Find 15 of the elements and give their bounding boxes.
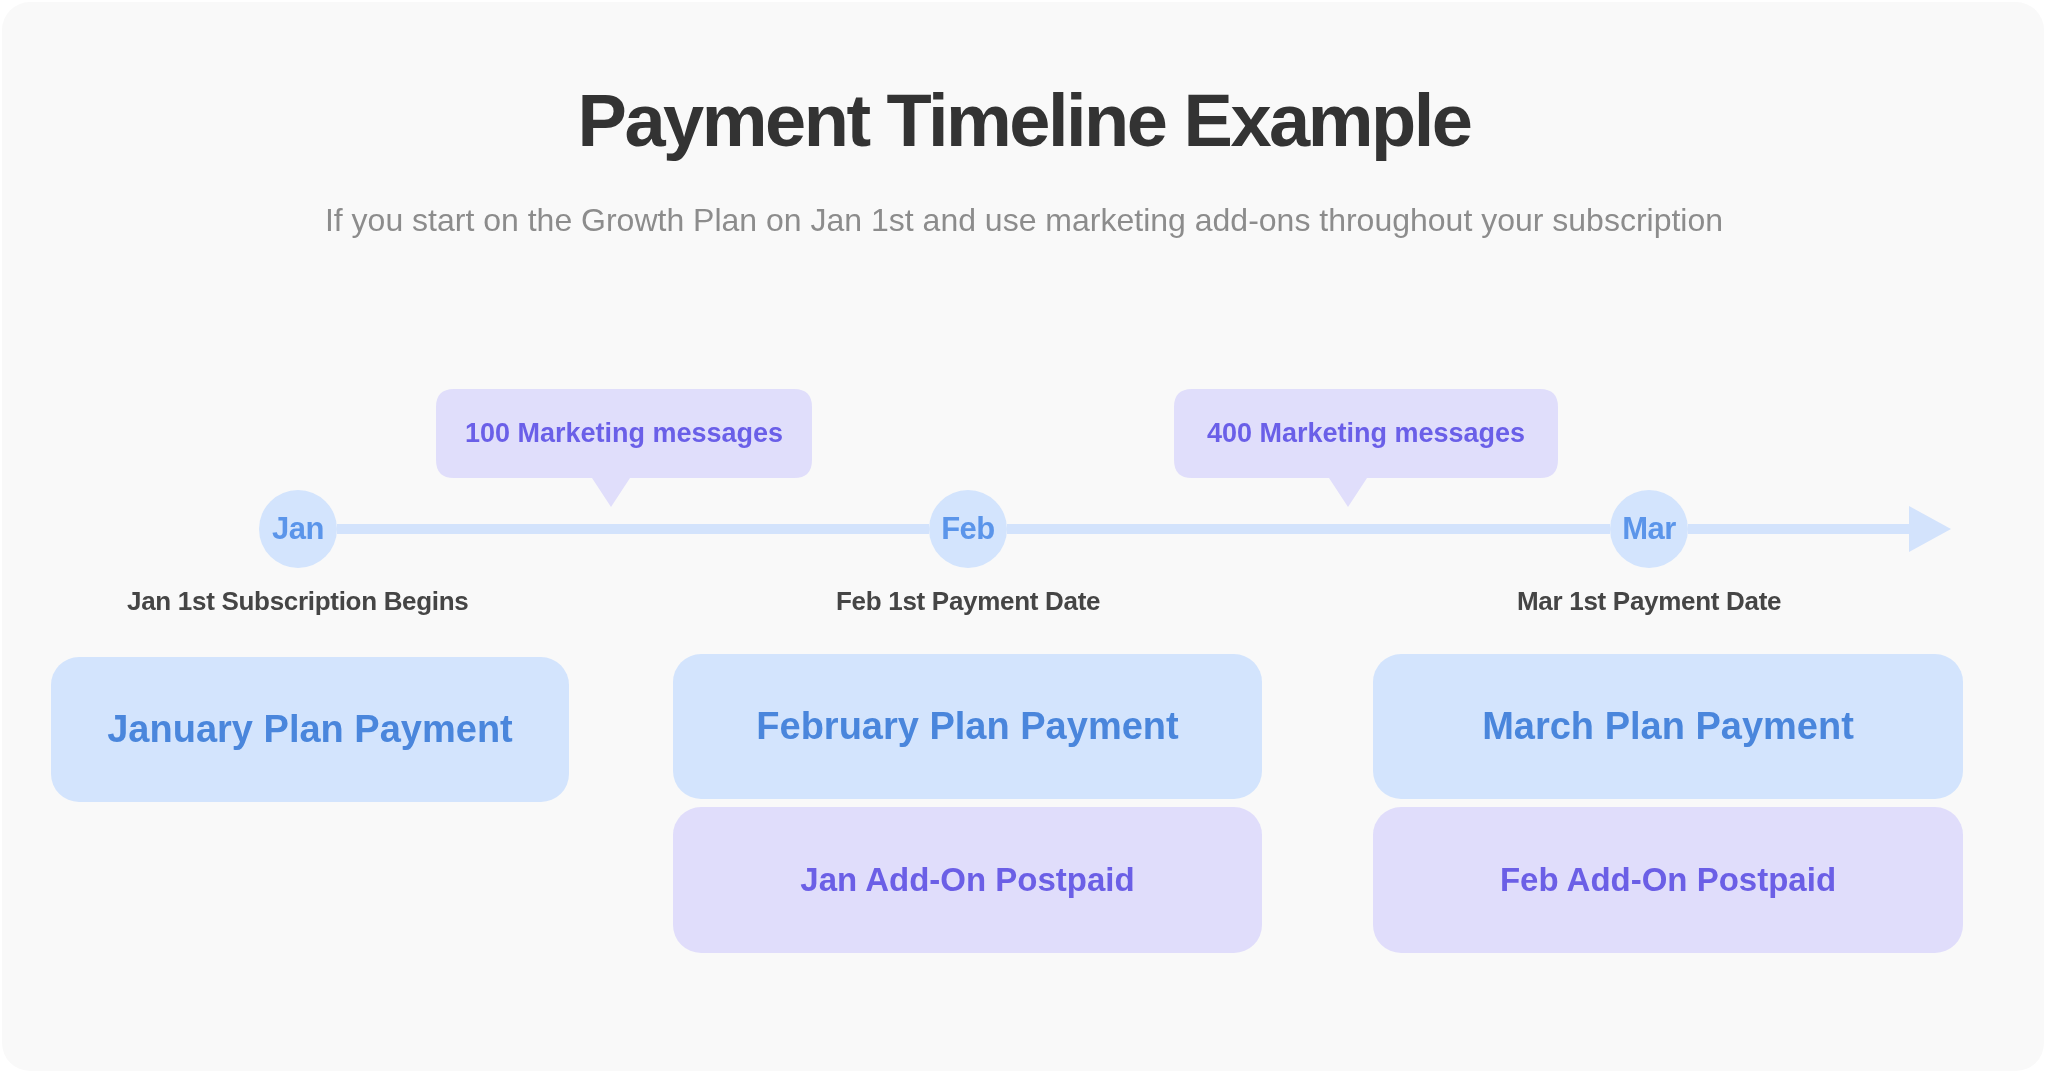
plan-payment-box: January Plan Payment <box>51 657 569 802</box>
timeline-line <box>337 524 929 534</box>
add-on-payment-box: Feb Add-On Postpaid <box>1373 807 1963 953</box>
date-caption: Mar 1st Payment Date <box>1517 586 1782 617</box>
date-caption: Jan 1st Subscription Begins <box>127 586 469 617</box>
timeline-line <box>1007 524 1610 534</box>
date-caption: Feb 1st Payment Date <box>836 586 1101 617</box>
title: Payment Timeline Example <box>577 79 1471 162</box>
plan-payment-box: March Plan Payment <box>1373 654 1963 799</box>
plan-payment-box: February Plan Payment <box>673 654 1262 799</box>
timeline-arrow <box>1688 506 1951 552</box>
callout-bubble: 100 Marketing messages <box>436 389 812 507</box>
subtitle: If you start on the Growth Plan on Jan 1st and use marketing add-ons throughout your subscription <box>324 202 1724 238</box>
add-on-payment-box: Jan Add-On Postpaid <box>673 807 1262 953</box>
callout-bubble: 400 Marketing messages <box>1174 389 1558 507</box>
